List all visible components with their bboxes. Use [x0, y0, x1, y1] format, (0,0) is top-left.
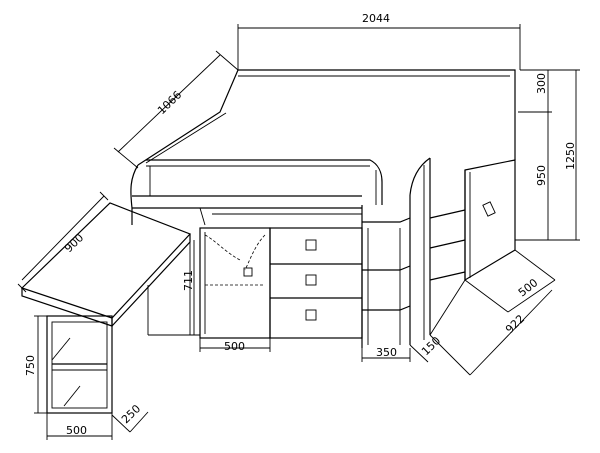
label-total-length: 2044: [362, 12, 390, 25]
label-bed-height: 950: [535, 165, 548, 186]
label-wardrobe-diag: 922: [503, 312, 527, 336]
label-top-clearance: 300: [535, 73, 548, 94]
label-desk-shelf-depth: 250: [119, 402, 143, 426]
label-under-height: 711: [182, 270, 195, 291]
cabinet: [199, 227, 271, 352]
label-step-width: 350: [376, 346, 397, 359]
label-step-depth: 150: [419, 334, 443, 358]
label-desk-shelf-width: 500: [66, 424, 87, 437]
label-cabinet-width: 500: [224, 340, 245, 353]
bed-frame: [130, 69, 516, 226]
label-total-height: 1250: [564, 142, 577, 170]
label-desk-height: 750: [24, 355, 37, 376]
drawer-unit: [269, 227, 363, 339]
side-shelves: [409, 157, 466, 340]
label-wardrobe-depth: 500: [516, 276, 541, 299]
step-unit: [361, 195, 429, 363]
wardrobe: [464, 159, 516, 282]
dimension-lines: [34, 24, 580, 440]
desk: [17, 191, 200, 433]
